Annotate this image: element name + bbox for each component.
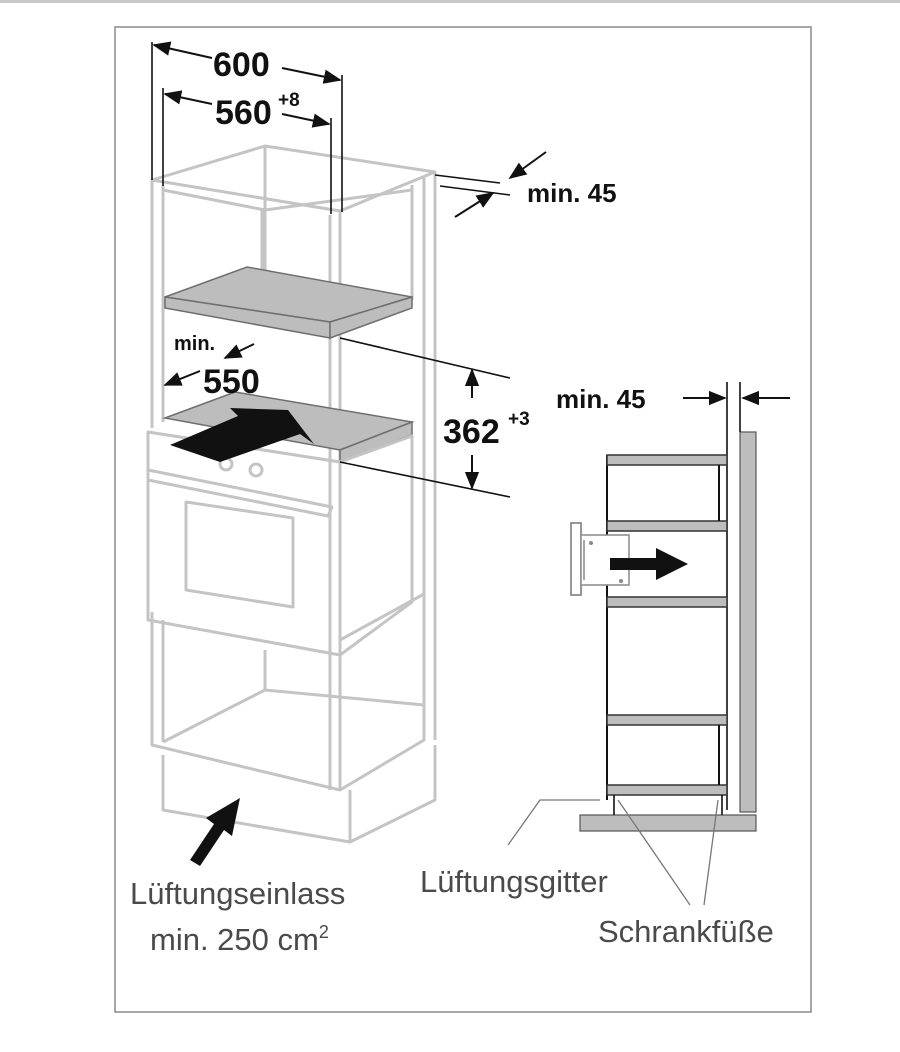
dim-rear-gap	[434, 151, 547, 218]
label-550-prefix: min.	[174, 333, 215, 355]
label-feet: Schrankfüße	[598, 914, 774, 949]
feet-leader-left	[617, 799, 691, 906]
label-560-tolerance: +8	[278, 90, 300, 111]
label-362-tolerance: +3	[508, 409, 530, 430]
label-560: 560	[215, 94, 272, 132]
dim-560	[162, 88, 332, 214]
label-inlet-area-text: min. 250 cm	[150, 922, 319, 957]
label-inlet-area-sup: 2	[319, 922, 329, 942]
label-362: 362	[443, 413, 500, 451]
label-inlet-area: min. 250 cm2	[150, 922, 329, 957]
top-border	[0, 0, 900, 3]
inlet-arrow	[190, 798, 240, 866]
dim-600	[151, 41, 343, 212]
dim-550	[163, 343, 255, 386]
oven	[146, 430, 425, 657]
side-insert-arrow	[610, 548, 688, 580]
label-550: 550	[203, 363, 260, 401]
insert-arrow	[170, 408, 314, 462]
label-rear-gap: min. 45	[527, 178, 617, 208]
label-side-gap: min. 45	[556, 384, 646, 414]
tall-cabinet	[150, 144, 437, 844]
label-600: 600	[213, 46, 270, 84]
feet-leader-right	[703, 799, 719, 906]
figure-frame	[114, 26, 812, 1013]
dim-362	[339, 337, 511, 498]
label-grille: Lüftungsgitter	[420, 864, 608, 899]
label-inlet: Lüftungseinlass	[130, 876, 345, 911]
side-section	[579, 382, 757, 832]
grille-leader	[507, 799, 600, 846]
